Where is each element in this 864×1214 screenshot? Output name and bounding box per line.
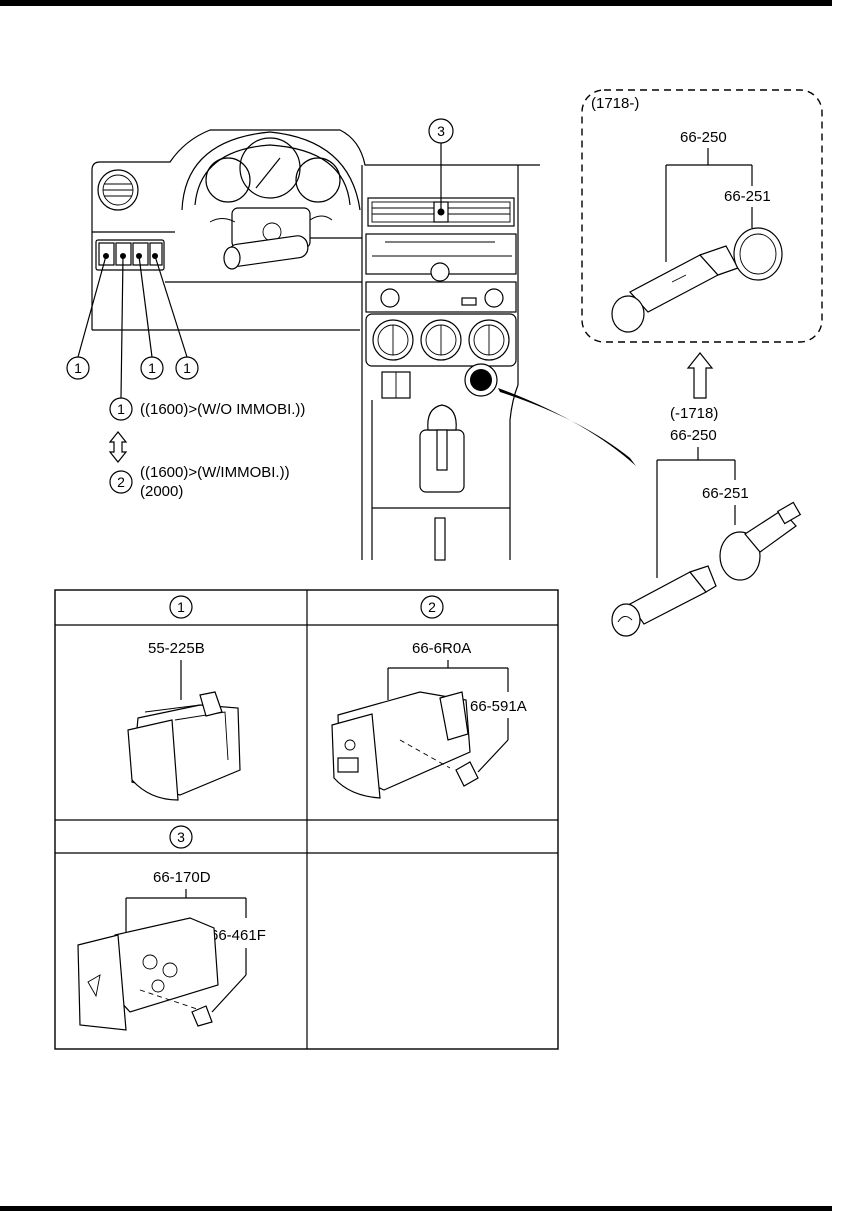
svg-text:3: 3	[437, 123, 445, 139]
part-66-591a: 66-591A	[470, 698, 527, 715]
svg-text:1: 1	[74, 360, 82, 376]
lighter-old-part-66-250: 66-250	[670, 427, 717, 444]
bottom-rule	[0, 1206, 832, 1211]
svg-text:1: 1	[148, 360, 156, 376]
table-header-1: 1	[177, 599, 185, 615]
table-header-3: 3	[177, 829, 185, 845]
parts-table: 1 2 3 55-225B 66-6R0A 66-591A 66-170D	[54, 589, 559, 1050]
double-arrow-icon	[108, 431, 128, 463]
table-header-2: 2	[428, 599, 436, 615]
part-55-225b: 55-225B	[148, 640, 205, 657]
switch-callouts: 1 1 1 1	[66, 255, 199, 421]
lighter-old-part-66-251: 66-251	[702, 485, 749, 502]
lighter-new-group: (1718-) 66-250 66-251	[581, 89, 823, 343]
dashboard-illustration	[91, 129, 636, 561]
top-rule	[0, 0, 832, 6]
legend-variant-1: ((1600)>(W/O IMMOBI.))	[140, 401, 305, 418]
svg-text:1: 1	[117, 401, 125, 417]
lighter-old-group: (-1718) 66-250 66-251	[611, 405, 802, 637]
part-66-6r0a: 66-6R0A	[412, 640, 471, 657]
svg-text:2: 2	[117, 474, 125, 490]
part-66-461f: 66-461F	[210, 927, 266, 944]
part-66-170d: 66-170D	[153, 869, 211, 886]
lighter-new-part-66-251: 66-251	[724, 188, 771, 205]
lighter-new-range: (1718-)	[591, 95, 639, 112]
up-arrow-icon	[686, 352, 714, 399]
legend-variant-2-line-2: (2000)	[140, 483, 183, 500]
variant-legend: ((1600)>(W/O IMMOBI.)) 2 ((1600)>(W/IMMO…	[108, 401, 305, 500]
lighter-old-range: (-1718)	[670, 405, 718, 422]
svg-text:1: 1	[183, 360, 191, 376]
lighter-new-part-66-250: 66-250	[680, 129, 727, 146]
callout-3-top: 3	[428, 118, 454, 210]
legend-variant-2-line-1: ((1600)>(W/IMMOBI.))	[140, 464, 290, 481]
